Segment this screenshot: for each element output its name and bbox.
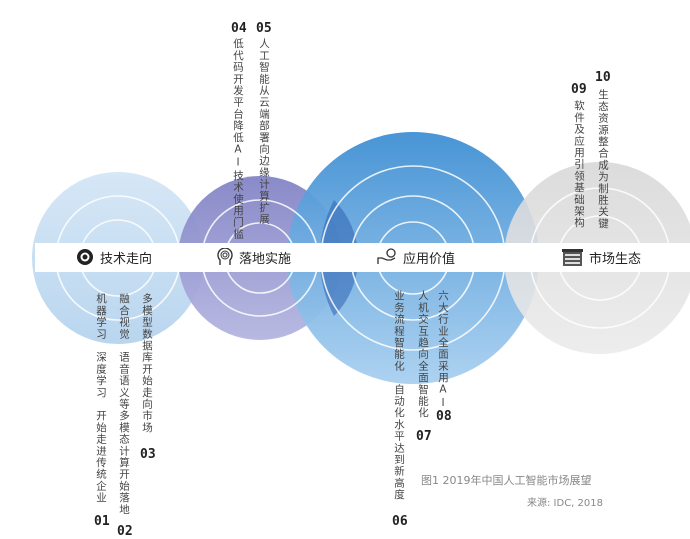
category-label: 应用价值: [403, 251, 456, 267]
trend-text-03: 多模型数据库开始走向市场: [141, 293, 153, 434]
category-value: 应用价值: [377, 246, 455, 268]
head-fingerprint-icon: [217, 248, 233, 265]
trend-number-04: 04: [231, 21, 247, 36]
trend-number-01: 01: [94, 514, 110, 529]
trend-text-09: 软件及应用引领基础架构: [573, 100, 585, 229]
category-tech: 技术走向: [76, 246, 152, 268]
trend-number-03: 03: [140, 447, 156, 462]
trend-text-07: 人机交互趋向全面智能化: [417, 290, 429, 419]
trend-text-02: 融合视觉 语音语义等多模态计算开始落地: [118, 293, 130, 516]
category-label: 落地实施: [239, 251, 292, 267]
building-icon: [562, 248, 583, 266]
trend-number-06: 06: [392, 514, 408, 529]
hand-coin-icon: [377, 248, 396, 264]
trend-number-09: 09: [571, 82, 587, 97]
figure-caption: 图1 2019年中国人工智能市场展望: [421, 474, 592, 487]
brain-gear-icon: [77, 249, 93, 265]
trend-text-08: 六大行业全面采用AI: [437, 290, 449, 410]
trend-number-10: 10: [595, 70, 611, 85]
category-market: 市场生态: [562, 246, 641, 268]
trend-text-10: 生态资源整合成为制胜关键: [597, 89, 609, 230]
trend-text-05: 人工智能从云端部署向边缘计算扩展: [258, 38, 270, 226]
trend-number-07: 07: [416, 429, 432, 444]
category-label: 技术走向: [100, 251, 153, 267]
figure-source: 来源: IDC, 2018: [527, 498, 603, 509]
trend-text-04: 低代码开发平台降低AI技术使用门槛: [232, 38, 244, 240]
trend-text-01: 机器学习 深度学习 开始走进传统企业: [95, 293, 107, 504]
category-landing: 落地实施: [217, 246, 291, 268]
trend-number-05: 05: [256, 21, 272, 36]
trend-number-02: 02: [117, 524, 133, 539]
trend-text-06: 业务流程智能化 自动化水平达到新高度: [393, 290, 405, 501]
category-label: 市场生态: [589, 251, 642, 267]
trend-number-08: 08: [436, 409, 452, 424]
